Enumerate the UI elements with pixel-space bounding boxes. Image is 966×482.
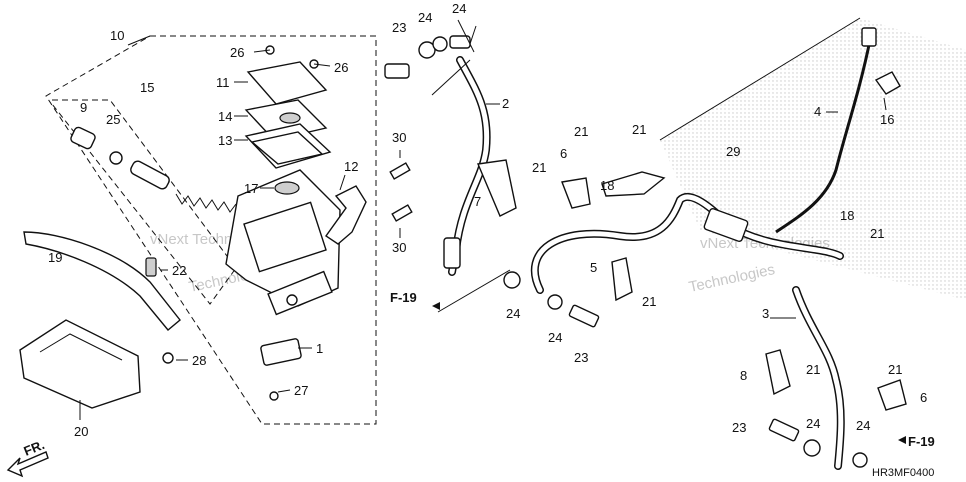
holder-bracket <box>325 185 367 245</box>
part-number[interactable]: 30 <box>392 240 406 255</box>
assembly-outline <box>45 35 377 425</box>
float <box>274 181 300 195</box>
part-number[interactable]: 23 <box>574 350 588 365</box>
front-arrow-icon: FR. <box>6 437 49 478</box>
diagram-code: HR3MF0400 <box>872 467 934 479</box>
clamp <box>477 159 517 217</box>
part-number[interactable]: 9 <box>80 100 87 115</box>
part-number[interactable]: 8 <box>740 368 747 383</box>
part-numbers: 10 26 26 11 14 13 15 9 25 17 12 30 30 19… <box>48 1 927 439</box>
part-number[interactable]: 18 <box>600 178 614 193</box>
part-number[interactable]: 18 <box>840 208 854 223</box>
clamp <box>765 349 791 396</box>
part-number[interactable]: 25 <box>106 112 120 127</box>
brake-pipe <box>775 39 872 234</box>
brake-lever <box>23 231 181 331</box>
part-number[interactable]: 24 <box>548 330 562 345</box>
part-number[interactable]: 21 <box>532 160 546 175</box>
part-number[interactable]: 14 <box>218 109 232 124</box>
clamp <box>601 171 666 197</box>
part-number[interactable]: 24 <box>452 1 466 16</box>
part-number[interactable]: 24 <box>856 418 870 433</box>
part-number[interactable]: 21 <box>632 122 646 137</box>
part-number[interactable]: 3 <box>762 306 769 321</box>
clip <box>874 71 901 95</box>
spring <box>175 193 237 213</box>
part-number[interactable]: 15 <box>140 80 154 95</box>
part-number[interactable]: 10 <box>110 28 124 43</box>
circlip <box>109 151 123 165</box>
clamp <box>611 257 633 302</box>
reference-label[interactable]: F-19 <box>390 290 417 305</box>
part-number[interactable]: 21 <box>574 124 588 139</box>
part-number[interactable]: 26 <box>334 60 348 75</box>
part-number[interactable]: 4 <box>814 104 821 119</box>
part-number[interactable]: 13 <box>218 133 232 148</box>
part-number[interactable]: 27 <box>294 383 308 398</box>
part-number[interactable]: 24 <box>806 416 820 431</box>
piston <box>130 160 170 190</box>
part-number[interactable]: 23 <box>732 420 746 435</box>
part-number[interactable]: 21 <box>642 294 656 309</box>
part-number[interactable]: 26 <box>230 45 244 60</box>
part-number[interactable]: 24 <box>506 306 520 321</box>
part-number[interactable]: 24 <box>418 10 432 25</box>
part-number[interactable]: 1 <box>316 341 323 356</box>
clamp <box>561 177 591 209</box>
clamp <box>877 379 907 411</box>
part-number[interactable]: 12 <box>344 159 358 174</box>
watermark: Technologies <box>687 261 776 296</box>
part-number[interactable]: 28 <box>192 353 206 368</box>
part-number[interactable]: 21 <box>888 362 902 377</box>
part-number[interactable]: 17 <box>244 181 258 196</box>
reference-label[interactable]: F-19 <box>908 434 935 449</box>
part-number[interactable]: 5 <box>590 260 597 275</box>
svg-text:FR.: FR. <box>22 437 47 459</box>
reservoir-cap <box>246 61 328 105</box>
part-number[interactable]: 19 <box>48 250 62 265</box>
part-number[interactable]: 22 <box>172 263 186 278</box>
part-number[interactable]: 21 <box>870 226 884 241</box>
part-number[interactable]: 11 <box>216 75 230 90</box>
lever-cover <box>19 319 141 409</box>
part-number[interactable]: 6 <box>560 146 567 161</box>
shaded-region <box>660 18 966 300</box>
part-number[interactable]: 23 <box>392 20 406 35</box>
part-number[interactable]: 7 <box>474 194 481 209</box>
part-number[interactable]: 21 <box>806 362 820 377</box>
brake-switch <box>260 338 302 366</box>
part-number[interactable]: 20 <box>74 424 88 439</box>
boot <box>70 126 96 150</box>
part-number[interactable]: 6 <box>920 390 927 405</box>
part-number[interactable]: 16 <box>880 112 894 127</box>
part-number[interactable]: 2 <box>502 96 509 111</box>
part-number[interactable]: 29 <box>726 144 740 159</box>
part-number[interactable]: 30 <box>392 130 406 145</box>
